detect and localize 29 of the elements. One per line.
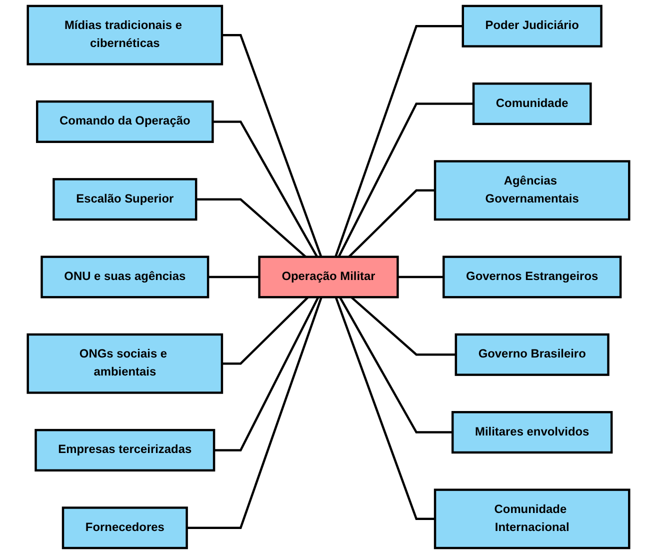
node-box: Comando da Operação (36, 100, 214, 143)
node-box: Governos Estrangeiros (442, 256, 622, 298)
connector (212, 120, 318, 258)
node-box: Poder Judiciário (462, 4, 602, 48)
node-box: Militares envolvidos (451, 411, 613, 454)
node-box: Empresas terceirizadas (34, 428, 216, 472)
node-box: Mídias tradicionais e cibernéticas (26, 4, 224, 66)
connector (214, 296, 320, 452)
node-box: ONGs sociais e ambientais (26, 333, 224, 394)
node-box: Governo Brasileiro (454, 333, 610, 376)
connector (334, 296, 436, 520)
node-box: Escalão Superior (52, 178, 198, 221)
node-box: Agências Governamentais (434, 160, 630, 221)
node-box: Comunidade Internacional (434, 488, 630, 550)
node-box: Operação Militar (258, 256, 399, 298)
node-box: Comunidade (472, 82, 592, 126)
connector (350, 296, 456, 356)
connector (338, 102, 474, 258)
connector (222, 296, 309, 365)
connector (348, 189, 436, 258)
connector (196, 198, 306, 258)
connector (186, 296, 322, 529)
connector (208, 276, 260, 278)
connector (334, 25, 463, 258)
node-box: ONU e suas agências (40, 256, 210, 298)
connector (222, 34, 322, 258)
node-box: Fornecedores (62, 506, 188, 550)
connector (338, 296, 453, 434)
connector (398, 276, 444, 278)
